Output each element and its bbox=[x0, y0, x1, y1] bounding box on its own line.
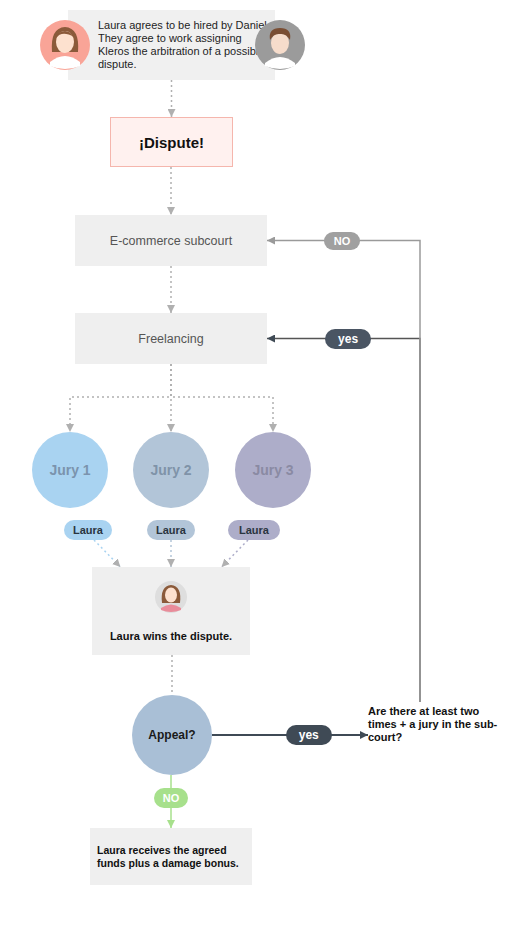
edge-label: NO bbox=[154, 788, 188, 808]
connector bbox=[171, 655, 173, 695]
node-text: Laura bbox=[156, 523, 186, 537]
node-text: Laura wins the dispute. bbox=[110, 629, 232, 643]
circle-fill bbox=[32, 432, 108, 508]
connector bbox=[171, 364, 273, 432]
subcourt-box: E-commerce subcourt bbox=[75, 215, 267, 266]
node-text: ¡Dispute! bbox=[139, 133, 204, 152]
decision-circle: Appeal? bbox=[132, 695, 212, 775]
edge-label: yes bbox=[325, 329, 371, 349]
node-text: Laura bbox=[239, 523, 269, 537]
node-text: Jury 3 bbox=[252, 461, 293, 479]
connector bbox=[94, 540, 120, 567]
edge-label: yes bbox=[286, 725, 332, 745]
node-text: Jury 1 bbox=[49, 461, 90, 479]
jury-circle: Jury 3 bbox=[235, 432, 311, 508]
circle-fill bbox=[133, 432, 209, 508]
connector bbox=[170, 266, 172, 313]
intro-box: Laura agrees to be hired by Daniel. They… bbox=[68, 10, 275, 80]
connector bbox=[171, 80, 173, 117]
node-text: Laura bbox=[73, 523, 103, 537]
jury-circle: Jury 1 bbox=[32, 432, 108, 508]
node-text: Are there at least two times + a jury in… bbox=[368, 705, 504, 744]
connector bbox=[170, 540, 172, 567]
connector bbox=[70, 364, 171, 432]
node-text: Freelancing bbox=[138, 331, 203, 347]
node-text: Appeal? bbox=[148, 728, 195, 743]
vote-pill: Laura bbox=[228, 520, 280, 540]
connector bbox=[222, 540, 248, 567]
connector bbox=[170, 167, 172, 215]
outcome-box: Laura receives the agreed funds plus a d… bbox=[90, 828, 252, 885]
connector bbox=[267, 339, 420, 703]
jury-circle: Jury 2 bbox=[133, 432, 209, 508]
node-text: E-commerce subcourt bbox=[110, 233, 232, 249]
vote-pill: Laura bbox=[64, 520, 112, 540]
circle-fill bbox=[132, 695, 212, 775]
node-text: Laura receives the agreed funds plus a d… bbox=[97, 844, 248, 870]
circle-fill bbox=[235, 432, 311, 508]
node-text: Laura agrees to be hired by Daniel. They… bbox=[98, 19, 273, 71]
edge-label: NO bbox=[324, 232, 360, 250]
vote-pill: Laura bbox=[147, 520, 195, 540]
question-note: Are there at least two times + a jury in… bbox=[368, 702, 504, 746]
result-box: Laura wins the dispute. bbox=[92, 567, 250, 655]
node-text: Jury 2 bbox=[150, 461, 191, 479]
subcourt-box: Freelancing bbox=[75, 313, 267, 364]
dispute-box: ¡Dispute! bbox=[110, 117, 233, 167]
